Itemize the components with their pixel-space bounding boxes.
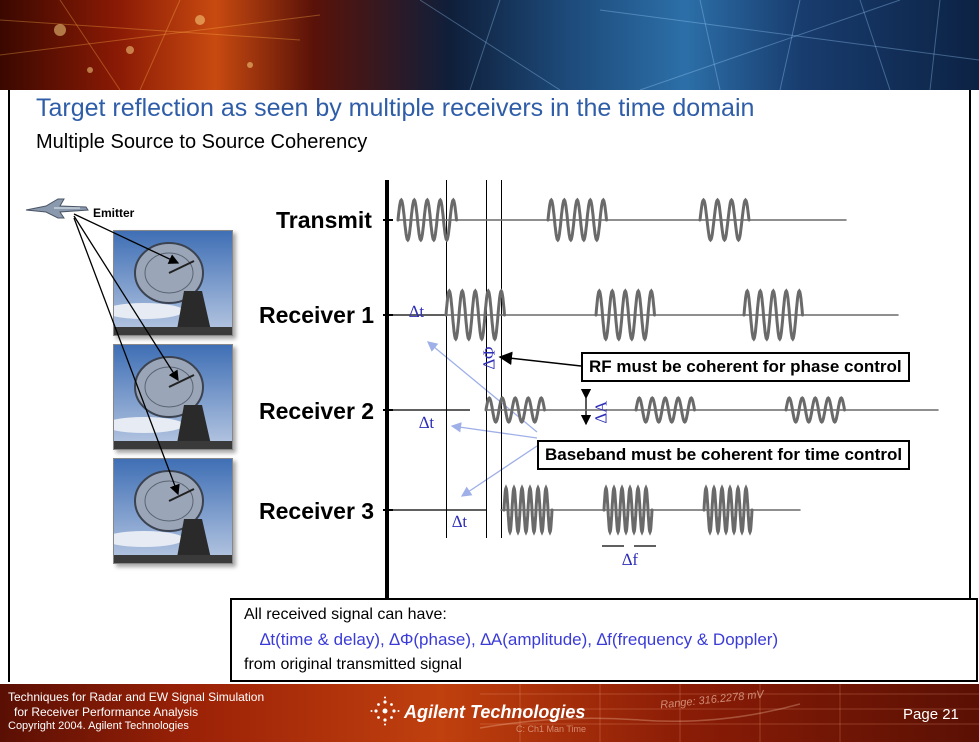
row-label-transmit: Transmit xyxy=(276,207,372,233)
delta-t-receiver-3: ∆t xyxy=(452,512,468,531)
footer-bar: Techniques for Radar and EW Signal Simul… xyxy=(0,684,979,742)
wave-burst-row2-0 xyxy=(484,396,546,424)
baseband-coherence-callout: Baseband must be coherent for time contr… xyxy=(537,440,911,470)
emitter-aircraft-icon xyxy=(25,198,89,219)
wave-burst-row0-1 xyxy=(546,197,608,243)
page-title: Target reflection as seen by multiple re… xyxy=(36,94,755,122)
page-number: Page 21 xyxy=(903,706,959,723)
summary-line-1: All received signal can have: xyxy=(244,606,447,623)
wave-burst-row3-1 xyxy=(602,484,654,536)
wave-burst-row1-0 xyxy=(444,288,506,342)
receiver-dish-image-2 xyxy=(113,344,233,450)
wave-burst-row0-0 xyxy=(396,197,458,243)
wave-burst-row3-0 xyxy=(502,484,554,536)
wave-burst-row0-2 xyxy=(698,197,751,243)
delay-marker-line-1 xyxy=(446,180,447,538)
row-label-receiver-3: Receiver 3 xyxy=(259,498,375,524)
receiver-dish-image-3 xyxy=(113,458,233,564)
receiver-dish-image-1 xyxy=(113,230,233,336)
footer-grid xyxy=(479,684,979,742)
row-label-receiver-2: Receiver 2 xyxy=(259,398,375,424)
footer-course-subtitle: for Receiver Performance Analysis xyxy=(14,705,199,719)
summary-line-3: from original transmitted signal xyxy=(244,656,462,673)
delta-f-label: ∆f xyxy=(622,550,639,569)
summary-line-2: ∆t(time & delay), ∆Φ(phase), ∆A(amplitud… xyxy=(260,630,779,649)
left-border xyxy=(8,90,10,682)
wave-burst-row1-1 xyxy=(594,288,656,342)
header-banner xyxy=(0,0,979,90)
agilent-spark-logo-icon xyxy=(370,696,400,726)
wave-burst-row2-2 xyxy=(784,396,846,424)
row-label-receiver-1: Receiver 1 xyxy=(259,302,375,328)
banner-graphic xyxy=(0,0,979,90)
time-axis-line xyxy=(385,180,389,620)
emitter-label: Emitter xyxy=(93,206,135,220)
wave-burst-row3-2 xyxy=(702,484,754,536)
agilent-brand-name: Agilent Technologies xyxy=(404,702,586,722)
footer-copyright: Copyright 2004. Agilent Technologies xyxy=(8,720,189,732)
delta-phi-label: ∆Φ xyxy=(479,346,499,370)
right-border xyxy=(969,90,971,682)
delay-marker-line-2 xyxy=(486,180,487,538)
delta-a-label: ∆A xyxy=(591,400,611,424)
page-subtitle: Multiple Source to Source Coherency xyxy=(36,131,368,153)
rf-coherence-callout: RF must be coherent for phase control xyxy=(581,352,910,382)
wave-burst-row1-2 xyxy=(742,288,804,342)
wave-burst-row2-1 xyxy=(634,396,696,424)
delta-t-receiver-1: ∆t xyxy=(409,302,425,321)
signal-summary-box: All received signal can have: ∆t(time & … xyxy=(230,598,978,682)
delta-t-receiver-2: ∆t xyxy=(419,413,435,432)
footer-course-title: Techniques for Radar and EW Signal Simul… xyxy=(8,690,265,704)
delay-marker-line-3 xyxy=(501,180,502,538)
footer-channel-readout: C: Ch1 Man Time xyxy=(516,724,587,734)
